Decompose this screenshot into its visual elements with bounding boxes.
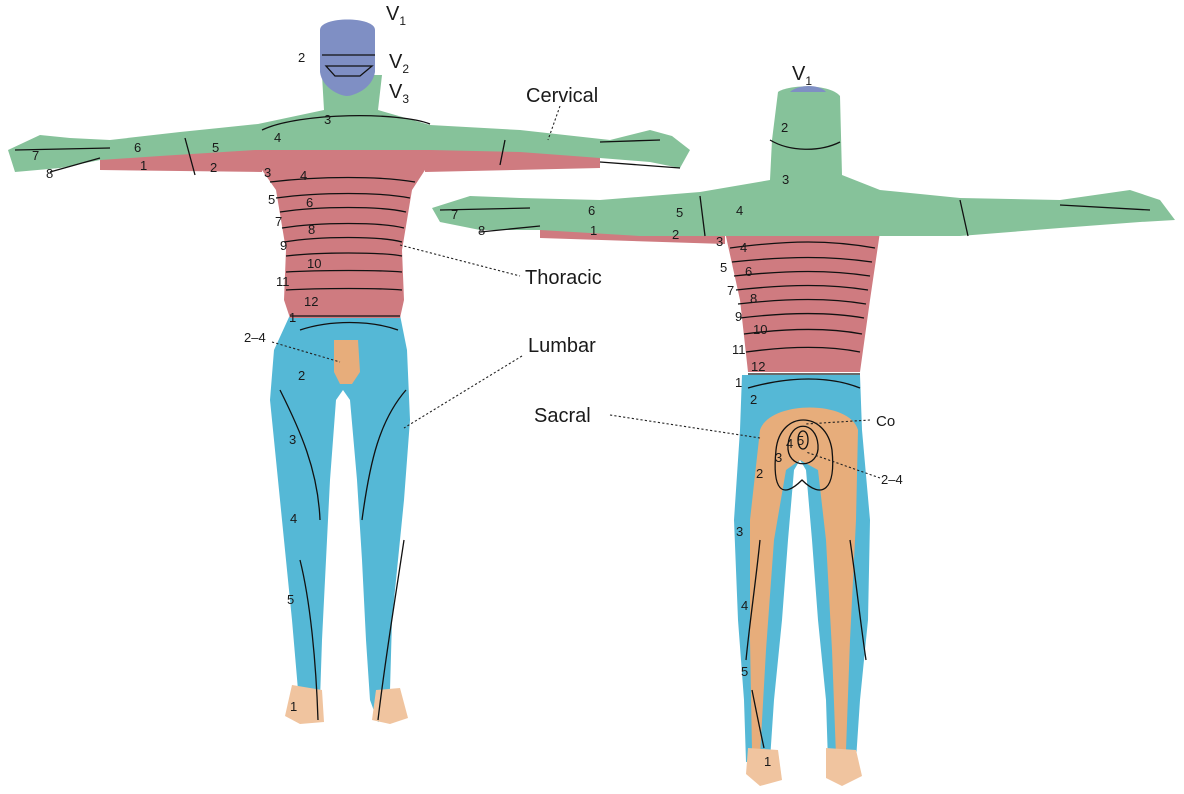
ant-l4: 4 bbox=[290, 511, 297, 526]
anterior-genital-region bbox=[334, 340, 360, 384]
v2-label: V2 bbox=[389, 51, 409, 76]
v1-label: V1 bbox=[386, 3, 406, 28]
anterior-dermatome-lines bbox=[14, 54, 681, 721]
posterior-v1-label: V1 bbox=[792, 63, 812, 88]
sacral-label: Sacral bbox=[534, 405, 591, 427]
posterior-sacral-region bbox=[750, 407, 858, 756]
v3-label: V3 bbox=[389, 81, 409, 106]
post-t5: 5 bbox=[720, 260, 727, 275]
anterior-foot-left bbox=[285, 685, 324, 724]
post-l1: 1 bbox=[735, 375, 742, 390]
ant-t2: 2 bbox=[210, 160, 217, 175]
ant-c7: 7 bbox=[32, 148, 39, 163]
ant-l2: 2 bbox=[298, 368, 305, 383]
post-t9: 9 bbox=[735, 309, 742, 324]
leader-lumbar bbox=[403, 355, 523, 429]
post-l5: 5 bbox=[741, 664, 748, 679]
ant-t5: 5 bbox=[268, 192, 275, 207]
ant-c8: 8 bbox=[46, 166, 53, 181]
coccygeal-label: Co bbox=[876, 413, 895, 430]
ant-c3: 3 bbox=[324, 112, 331, 127]
post-s5: 5 bbox=[797, 433, 804, 448]
posterior-foot-left bbox=[746, 748, 782, 786]
ant-c6: 6 bbox=[134, 140, 141, 155]
post-t11: 11 bbox=[732, 342, 746, 357]
ant-s24: 2–4 bbox=[244, 330, 266, 345]
post-c5: 5 bbox=[676, 205, 683, 220]
ant-t7: 7 bbox=[275, 214, 282, 229]
ant-l1: 1 bbox=[289, 310, 296, 325]
post-t1: 1 bbox=[590, 223, 597, 238]
ant-t9: 9 bbox=[280, 238, 287, 253]
ant-l3: 3 bbox=[289, 432, 296, 447]
post-c8: 8 bbox=[478, 223, 485, 238]
anterior-head bbox=[320, 19, 375, 96]
post-c3: 3 bbox=[782, 172, 789, 187]
trigeminal-labels: V1 V2 V3 V1 bbox=[386, 3, 812, 106]
post-l4: 4 bbox=[741, 598, 748, 613]
anterior-numbers: 2 3 4 5 6 7 8 1 2 3 4 5 6 7 8 9 10 11 12… bbox=[32, 50, 331, 714]
ant-t4: 4 bbox=[300, 168, 307, 183]
post-s2: 2 bbox=[756, 466, 763, 481]
ant-c2: 2 bbox=[298, 50, 305, 65]
post-t3: 3 bbox=[716, 234, 723, 249]
leader-sacral bbox=[609, 414, 761, 439]
anterior-cervical-region bbox=[8, 75, 690, 172]
ant-t8: 8 bbox=[308, 222, 315, 237]
cervical-label: Cervical bbox=[526, 85, 598, 107]
thoracic-label: Thoracic bbox=[525, 267, 602, 289]
posterior-numbers: 2 3 4 5 6 7 8 1 2 3 4 5 6 7 8 9 10 11 12… bbox=[451, 120, 903, 769]
posterior-cervical-region bbox=[432, 86, 1175, 236]
anterior-lumbar-region bbox=[270, 315, 410, 722]
leader-thoracic bbox=[399, 244, 521, 277]
anterior-foot-right bbox=[372, 688, 408, 724]
post-l3: 3 bbox=[736, 524, 743, 539]
post-t6: 6 bbox=[745, 264, 752, 279]
ant-t6: 6 bbox=[306, 195, 313, 210]
posterior-dermatome-lines bbox=[439, 139, 1151, 749]
ant-s1: 1 bbox=[290, 699, 297, 714]
post-t12: 12 bbox=[751, 359, 765, 374]
post-t10: 10 bbox=[753, 322, 767, 337]
ant-t12: 12 bbox=[304, 294, 318, 309]
leader-lines bbox=[271, 105, 881, 479]
ant-t1: 1 bbox=[140, 158, 147, 173]
post-c7: 7 bbox=[451, 207, 458, 222]
lumbar-label: Lumbar bbox=[528, 335, 596, 357]
leader-ant-s24 bbox=[271, 341, 341, 363]
post-t2: 2 bbox=[672, 227, 679, 242]
post-c2: 2 bbox=[781, 120, 788, 135]
ant-c4: 4 bbox=[274, 130, 281, 145]
ant-t10: 10 bbox=[307, 256, 321, 271]
posterior-figure bbox=[432, 86, 1175, 786]
anterior-figure bbox=[8, 19, 690, 724]
ant-c5: 5 bbox=[212, 140, 219, 155]
post-l2: 2 bbox=[750, 392, 757, 407]
ant-t3: 3 bbox=[264, 165, 271, 180]
ant-l5: 5 bbox=[287, 592, 294, 607]
leader-co bbox=[805, 419, 871, 425]
post-c6: 6 bbox=[588, 203, 595, 218]
post-s4: 4 bbox=[786, 436, 793, 451]
anterior-thoracic-region bbox=[255, 148, 430, 318]
post-s3: 3 bbox=[775, 450, 782, 465]
posterior-thoracic-region bbox=[725, 232, 880, 372]
ant-t11: 11 bbox=[276, 274, 290, 289]
posterior-head-top bbox=[790, 86, 826, 92]
post-s1: 1 bbox=[764, 754, 771, 769]
leader-cervical bbox=[547, 105, 561, 141]
post-t8: 8 bbox=[750, 291, 757, 306]
region-labels: Cervical Thoracic Lumbar Sacral Co bbox=[525, 85, 895, 430]
post-s24: 2–4 bbox=[881, 472, 903, 487]
post-t7: 7 bbox=[727, 283, 734, 298]
post-t4: 4 bbox=[740, 240, 747, 255]
post-c4: 4 bbox=[736, 203, 743, 218]
posterior-foot-right bbox=[826, 748, 862, 786]
